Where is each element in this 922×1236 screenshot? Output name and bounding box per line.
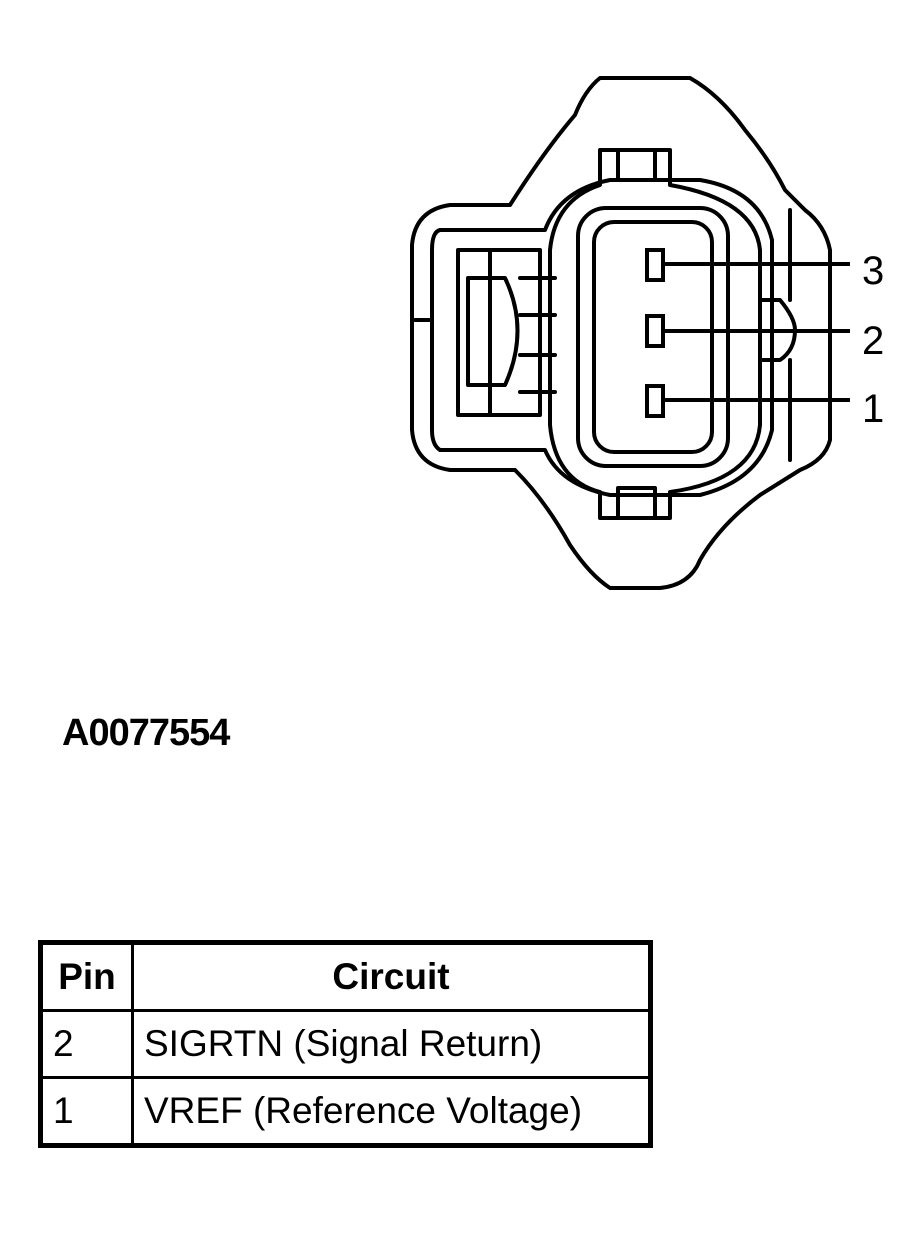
pin-circuit-table: Pin Circuit 2 SIGRTN (Signal Return) 1 V… bbox=[38, 940, 653, 1148]
figure-id: A0077554 bbox=[62, 712, 230, 754]
flange-inner-outline bbox=[430, 178, 774, 497]
pin-cavity-inner bbox=[592, 220, 714, 454]
pin-label-2: 2 bbox=[862, 319, 884, 363]
circuit-cell: VREF (Reference Voltage) bbox=[131, 1076, 652, 1147]
pin-3-terminal bbox=[645, 248, 665, 282]
connector-face-diagram: 3 2 1 bbox=[410, 76, 884, 590]
circuit-column-header: Circuit bbox=[131, 941, 652, 1012]
pin-label-1: 1 bbox=[862, 387, 884, 431]
pin-cell: 2 bbox=[39, 1009, 134, 1079]
pin-column-header: Pin bbox=[39, 941, 134, 1012]
connector-housing-outline bbox=[410, 76, 832, 590]
pin-2-terminal bbox=[645, 314, 665, 348]
table-row: 1 VREF (Reference Voltage) bbox=[39, 1076, 652, 1147]
lock-tab bbox=[456, 248, 542, 417]
lock-tab-ramp bbox=[466, 276, 520, 387]
bottom-latch bbox=[616, 486, 657, 520]
top-latch bbox=[616, 148, 657, 182]
circuit-cell: SIGRTN (Signal Return) bbox=[131, 1009, 652, 1079]
pin-label-3: 3 bbox=[862, 249, 884, 293]
connector-shroud bbox=[548, 148, 762, 520]
table-header-row: Pin Circuit bbox=[39, 941, 652, 1012]
pin-cavity bbox=[576, 206, 730, 468]
pin-1-terminal bbox=[645, 384, 665, 418]
table-row: 2 SIGRTN (Signal Return) bbox=[39, 1009, 652, 1079]
pin-cell: 1 bbox=[39, 1076, 134, 1147]
